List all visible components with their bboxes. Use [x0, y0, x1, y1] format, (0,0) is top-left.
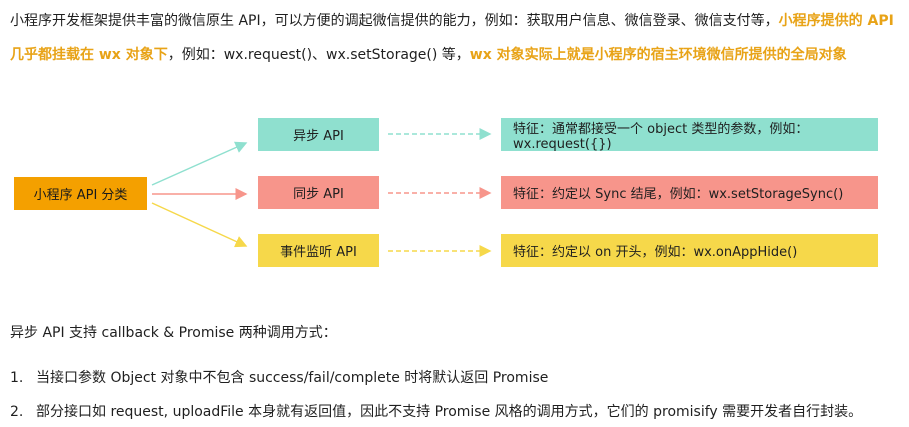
- sync-api-feature: 特征：约定以 Sync 结尾，例如：wx.setStorageSync(): [501, 176, 878, 209]
- async-api-box: 异步 API: [258, 118, 379, 151]
- event-api-feature: 特征：约定以 on 开头，例如：wx.onAppHide(): [501, 234, 878, 267]
- intro-paragraph: 小程序开发框架提供丰富的微信原生 API，可以方便的调起微信提供的能力，例如：获…: [10, 4, 905, 72]
- note-text: 部分接口如 request, uploadFile 本身就有返回值，因此不支持 …: [36, 404, 863, 420]
- intro-highlight-2: wx 对象实际上就是小程序的宿主环境微信所提供的全局对象: [469, 47, 847, 63]
- note-number: 1.: [10, 370, 24, 386]
- event-api-box: 事件监听 API: [258, 234, 379, 267]
- api-category-box: 小程序 API 分类: [14, 177, 147, 210]
- note-text: 当接口参数 Object 对象中不包含 success/fail/complet…: [36, 370, 549, 386]
- intro-highlight-1: 小程序提供的 API 几乎都挂载在 wx 对象下: [10, 13, 894, 63]
- diagram-arrows: [151, 128, 492, 257]
- async-section-title: 异步 API 支持 callback & Promise 两种调用方式：: [10, 325, 337, 341]
- arrow-category-to-async: [151, 141, 248, 186]
- intro-text-2: ，例如：wx.request()、wx.setStorage() 等，: [167, 47, 470, 63]
- sync-api-box: 同步 API: [258, 176, 379, 209]
- async-api-feature: 特征：通常都接受一个 object 类型的参数，例如：wx.request({}…: [501, 118, 878, 152]
- arrow-category-to-event: [151, 202, 248, 248]
- note-item: 2. 部分接口如 request, uploadFile 本身就有返回值，因此不支…: [10, 401, 862, 421]
- note-number: 2.: [10, 404, 24, 420]
- note-item: 1. 当接口参数 Object 对象中不包含 success/fail/compl…: [10, 367, 548, 387]
- intro-text-1: 小程序开发框架提供丰富的微信原生 API，可以方便的调起微信提供的能力，例如：获…: [10, 13, 779, 29]
